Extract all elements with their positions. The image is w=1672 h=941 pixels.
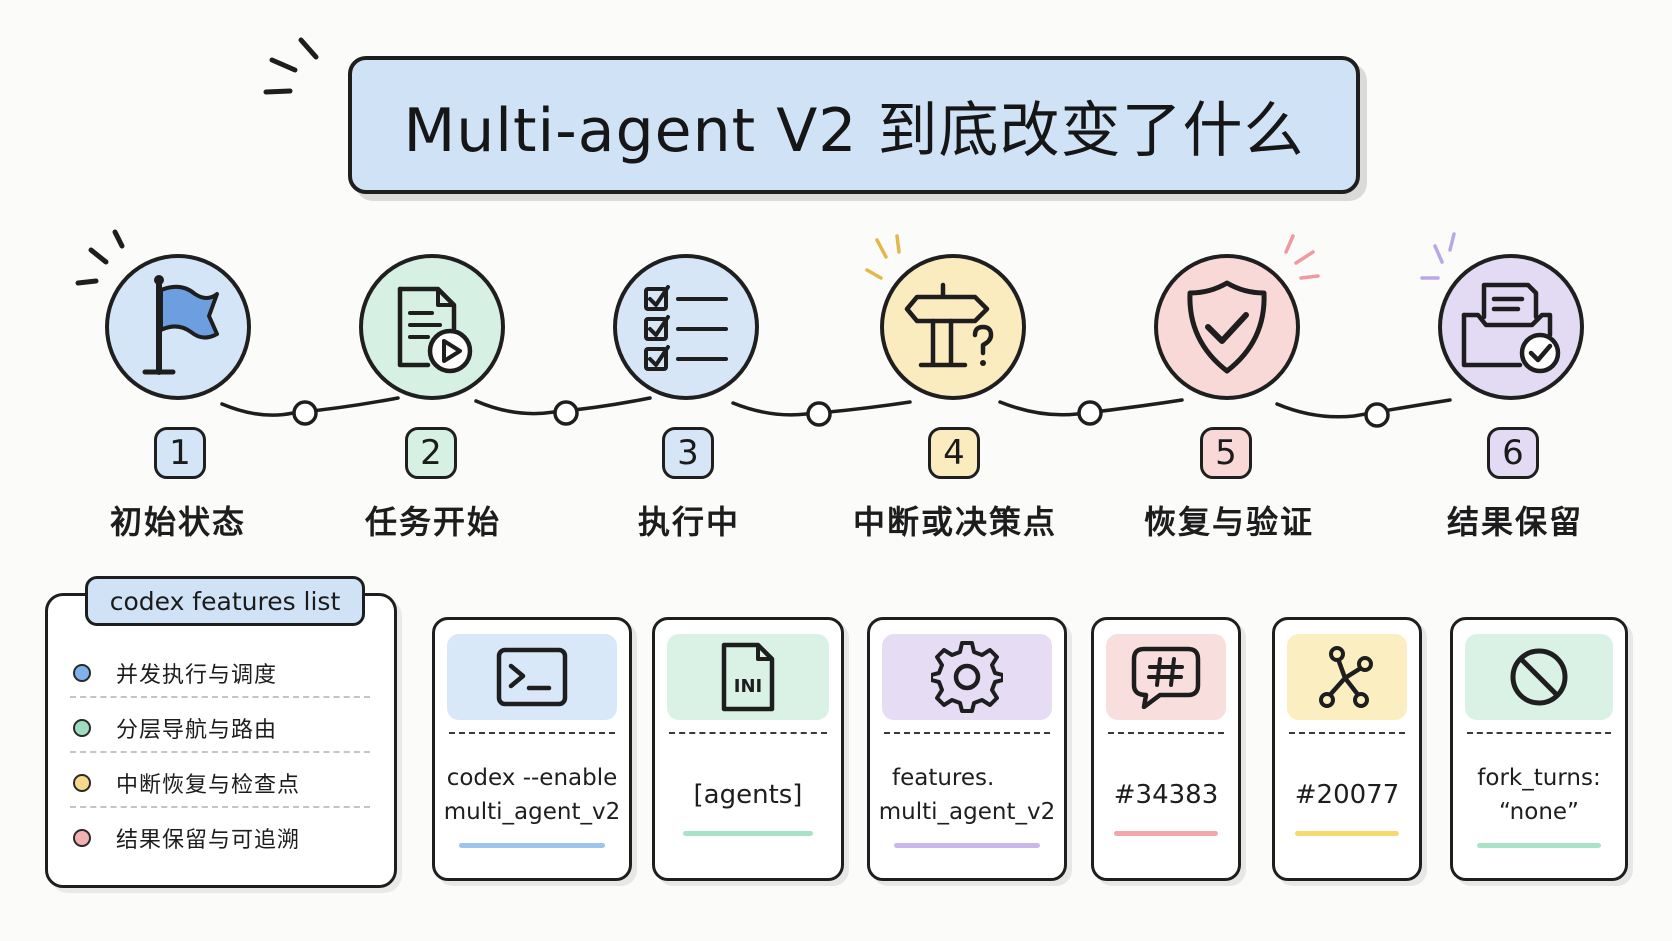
card-text: features. multi_agent_v2 — [874, 750, 1060, 840]
step-4-number: 4 — [928, 427, 980, 479]
step-2-label: 任务开始 — [364, 503, 502, 541]
timeline-node — [806, 401, 832, 427]
card-text-line: [agents] — [693, 780, 803, 810]
hash-chat-icon — [1131, 646, 1201, 709]
divider — [70, 751, 370, 753]
card-underline — [894, 843, 1040, 848]
feature-card-pr-34383: #34383 — [1091, 617, 1241, 881]
list-bullet — [73, 664, 91, 682]
step-2-number: 2 — [405, 427, 457, 479]
card-text-line: features. — [892, 765, 995, 791]
step-3-number: 3 — [662, 427, 714, 479]
card-underline — [1295, 831, 1399, 836]
card-text-line: #20077 — [1294, 780, 1400, 810]
list-item-label: 并发执行与调度 — [116, 663, 278, 688]
divider — [70, 696, 370, 698]
features-list-title: codex features list — [85, 576, 365, 626]
list-item: 结果保留与可追溯 — [70, 816, 370, 864]
list-bullet — [73, 719, 91, 737]
features-list-panel — [45, 593, 397, 888]
step-1-label: 初始状态 — [109, 503, 247, 541]
card-text: [agents] — [659, 750, 837, 840]
feature-card-agents-section: INI [agents] — [652, 617, 844, 881]
step-1-number: 1 — [154, 427, 206, 479]
signpost-question-icon — [904, 282, 994, 368]
divider — [1467, 732, 1611, 734]
list-item-label: 中断恢复与检查点 — [116, 773, 301, 798]
step-4-label: 中断或决策点 — [852, 503, 1058, 541]
card-icon-area — [447, 634, 617, 720]
card-text-line: codex --enable — [446, 765, 618, 791]
card-underline — [683, 831, 813, 836]
card-icon-area — [1106, 634, 1226, 720]
archive-check-icon — [1461, 282, 1561, 374]
list-item-label: 结果保留与可追溯 — [116, 828, 301, 853]
no-entry-icon — [1510, 648, 1568, 706]
list-bullet — [73, 829, 91, 847]
step-4-circle — [880, 254, 1026, 400]
card-icon-area — [882, 634, 1052, 720]
flag-icon — [142, 275, 219, 375]
timeline-node — [1364, 402, 1390, 428]
divider — [70, 806, 370, 808]
timeline-node — [553, 400, 579, 426]
step-3-label: 执行中 — [637, 503, 741, 541]
card-underline — [459, 843, 605, 848]
document-play-icon — [397, 286, 473, 374]
title-banner: Multi-agent V2 到底改变了什么 — [348, 56, 1360, 194]
feature-card-cli-flag: codex --enable multi_agent_v2 — [432, 617, 632, 881]
card-icon-area — [1465, 634, 1613, 720]
feature-card-fork-turns: fork_turns: “none” — [1450, 617, 1628, 881]
branch-icon — [1319, 646, 1373, 708]
list-item: 分层导航与路由 — [70, 706, 370, 754]
card-text: #20077 — [1279, 750, 1415, 840]
card-text-line: multi_agent_v2 — [878, 799, 1056, 825]
step-6-number: 6 — [1487, 427, 1539, 479]
timeline-node — [292, 400, 318, 426]
step-6-circle — [1438, 254, 1584, 400]
card-text: #34383 — [1098, 750, 1234, 840]
timeline-node — [1077, 400, 1103, 426]
card-underline — [1114, 831, 1218, 836]
card-text: fork_turns: “none” — [1457, 750, 1621, 840]
gear-icon — [931, 641, 1003, 713]
divider — [1108, 732, 1224, 734]
step-2-circle — [359, 254, 505, 400]
step-5-label: 恢复与验证 — [1143, 503, 1315, 541]
step-5-circle — [1154, 254, 1300, 400]
ini-icon-glyph: INI — [734, 676, 762, 697]
card-text-line: fork_turns: — [1477, 765, 1601, 791]
card-underline — [1477, 843, 1601, 848]
card-icon-area — [1287, 634, 1407, 720]
terminal-icon — [496, 647, 568, 707]
divider — [449, 732, 615, 734]
divider — [884, 732, 1050, 734]
step-5-number: 5 — [1200, 427, 1252, 479]
card-text: codex --enable multi_agent_v2 — [439, 750, 625, 840]
card-text-line: #34383 — [1113, 780, 1219, 810]
ini-file-icon: INI — [721, 642, 775, 712]
checklist-icon — [644, 285, 728, 371]
card-text-line: “none” — [1499, 799, 1579, 825]
step-3-circle — [613, 254, 759, 400]
list-item: 中断恢复与检查点 — [70, 761, 370, 809]
list-bullet — [73, 774, 91, 792]
page-title: Multi-agent V2 到底改变了什么 — [403, 95, 1305, 166]
divider — [669, 732, 827, 734]
list-item: 并发执行与调度 — [70, 651, 370, 699]
feature-card-config-key: features. multi_agent_v2 — [867, 617, 1067, 881]
list-item-label: 分层导航与路由 — [116, 718, 278, 743]
card-icon-area: INI — [667, 634, 829, 720]
divider — [1289, 732, 1405, 734]
shield-check-icon — [1187, 280, 1267, 374]
card-text-line: multi_agent_v2 — [443, 799, 621, 825]
step-1-circle — [105, 254, 251, 400]
step-6-label: 结果保留 — [1446, 503, 1584, 541]
feature-card-pr-20077: #20077 — [1272, 617, 1422, 881]
